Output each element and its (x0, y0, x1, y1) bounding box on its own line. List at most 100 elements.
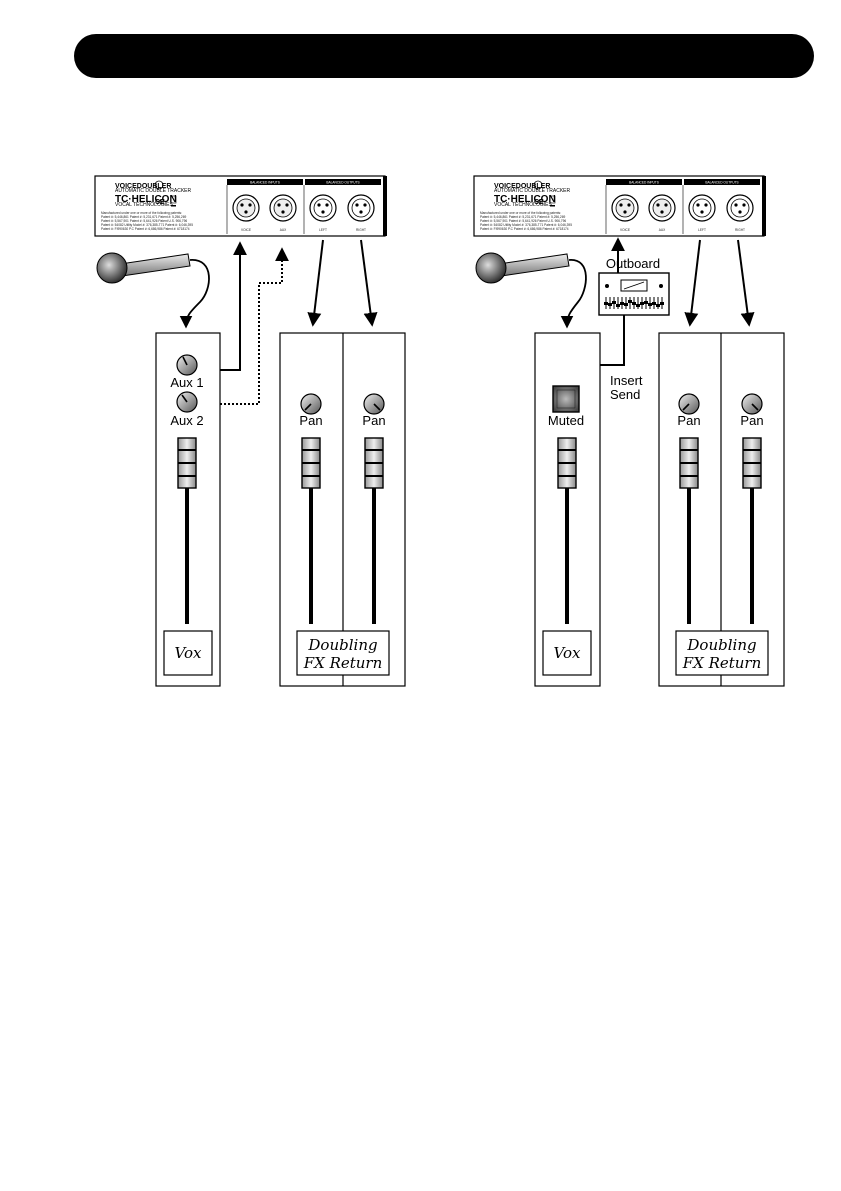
channel-fader[interactable] (177, 437, 197, 489)
model-subtitle: AUTOMATIC DOUBLE TRACKER (115, 188, 192, 194)
xlr-left-output (309, 194, 337, 222)
pan-label-right: Pan (740, 413, 763, 428)
xlr-right-output (347, 194, 375, 222)
insert-send-cable (600, 315, 625, 366)
xlr-left-output (688, 194, 716, 222)
aux2-send-cable (200, 247, 289, 405)
model-name: VOICEDOUBLER (494, 183, 550, 190)
jack-label-aux: AUX (280, 228, 287, 232)
vocal-channel-strip-left: Aux 1 Aux 2 Vox (155, 332, 221, 687)
xlr-right-output (726, 194, 754, 222)
patent-line-5: Patent #: FI990630 P.C Patent #: 6,686,9… (101, 227, 190, 231)
fader-track (372, 450, 376, 624)
patent-line-4: Patent #: 54082 Utility Model #: 376,385… (480, 223, 572, 227)
pan-label-left: Pan (299, 413, 322, 428)
scribble-strip (542, 630, 592, 676)
xlr-voice-input (232, 194, 260, 222)
ce-mark: CE (534, 199, 544, 206)
aux1-label: Aux 1 (170, 375, 203, 390)
xlr-voice-input (611, 194, 639, 222)
jack-label-right: RIGHT (735, 228, 745, 232)
outputs-header: BALANCED OUTPUTS (326, 181, 359, 185)
left-output-cable (684, 239, 701, 327)
pan-label-left: Pan (677, 413, 700, 428)
patent-line-2: Patent #: 5,446,861 Patent #: 5,231,671 … (101, 215, 186, 219)
fader-track (750, 450, 754, 624)
return-fader-left[interactable] (301, 437, 321, 489)
channel-fader[interactable] (557, 437, 577, 489)
jack-label-voice: VOICE (620, 228, 630, 232)
pan-knob-right[interactable] (363, 393, 385, 415)
outputs-header-bar (305, 179, 381, 185)
model-subtitle: AUTOMATIC DOUBLE TRACKER (494, 188, 571, 194)
jack-label-voice: VOICE (241, 228, 251, 232)
aux2-knob[interactable] (176, 391, 198, 413)
mute-button[interactable] (552, 385, 580, 413)
pan-knob-left[interactable] (300, 393, 322, 415)
outboard-processor (598, 272, 670, 316)
inputs-header: BALANCED INPUTS (250, 181, 280, 185)
csa-badge (533, 180, 543, 190)
jack-label-left: LEFT (698, 228, 706, 232)
vocal-channel-strip-right: Muted Vox (534, 332, 601, 687)
patent-line-1: Manufactured under one or more of the fo… (480, 211, 561, 215)
scribble-strip (675, 630, 769, 676)
scribble-text-line1: Doubling (686, 636, 756, 654)
brand-name: TC·HELICON (494, 194, 556, 205)
right-output-cable (360, 239, 378, 327)
mute-label: Muted (548, 413, 584, 428)
patent-line-4: Patent #: 54082 Utility Model #: 376,385… (101, 223, 193, 227)
voicedoubler-rear-panel-right: VOICEDOUBLER AUTOMATIC DOUBLE TRACKER TC… (473, 175, 766, 237)
outboard-label: Outboard (606, 256, 660, 271)
microphone-icon (96, 252, 210, 329)
scribble-strip (163, 630, 213, 676)
voicedoubler-rear-panel-left: VOICEDOUBLER AUTOMATIC DOUBLE TRACKER TC… (94, 175, 387, 237)
fader-track (687, 450, 691, 624)
scribble-text-line2: FX Return (682, 654, 762, 672)
aux2-label: Aux 2 (170, 413, 203, 428)
scribble-text: Vox (175, 644, 202, 662)
pan-knob-right[interactable] (741, 393, 763, 415)
left-output-cable (307, 239, 324, 327)
brand-name: TC·HELICON (115, 194, 177, 205)
return-fader-left[interactable] (679, 437, 699, 489)
left-setup: VOICEDOUBLER AUTOMATIC DOUBLE TRACKER TC… (94, 175, 406, 687)
fader-track (565, 450, 569, 624)
xlr-aux-input (269, 194, 297, 222)
inputs-header-bar (227, 179, 303, 185)
weee-icon (549, 195, 556, 204)
brand-tag: VOCAL TECHNOLOGIES (115, 202, 173, 208)
inputs-header-bar (606, 179, 682, 185)
patent-line-1: Manufactured under one or more of the fo… (101, 211, 182, 215)
scribble-text: Vox (554, 644, 581, 662)
jack-label-aux: AUX (659, 228, 666, 232)
aux1-knob[interactable] (176, 354, 198, 376)
patent-line-5: Patent #: FI990630 P.C Patent #: 6,686,9… (480, 227, 569, 231)
scribble-text-line1: Doubling (307, 636, 377, 654)
header-bar (74, 34, 814, 78)
inputs-header: BALANCED INPUTS (629, 181, 659, 185)
outputs-header-bar (684, 179, 760, 185)
pan-knob-left[interactable] (678, 393, 700, 415)
outputs-header: BALANCED OUTPUTS (705, 181, 738, 185)
insert-label-line2: Send (610, 387, 640, 402)
scribble-text-line2: FX Return (303, 654, 383, 672)
pan-label-right: Pan (362, 413, 385, 428)
jack-label-left: LEFT (319, 228, 327, 232)
weee-icon (170, 195, 177, 204)
insert-label-line1: Insert (610, 373, 643, 388)
ce-mark: CE (155, 199, 165, 206)
xlr-aux-input (648, 194, 676, 222)
right-output-cable (737, 239, 755, 327)
return-fader-right[interactable] (364, 437, 384, 489)
right-setup: VOICEDOUBLER AUTOMATIC DOUBLE TRACKER TC… (473, 175, 785, 687)
scribble-strip (296, 630, 390, 676)
patent-line-3: Patent #: 5,567,901 Patent #: 5,641,926 … (480, 219, 566, 223)
brand-tag: VOCAL TECHNOLOGIES (494, 202, 552, 208)
jack-label-right: RIGHT (356, 228, 366, 232)
return-fader-right[interactable] (742, 437, 762, 489)
return-channels-left: Pan Pan Doubling FX Return (279, 332, 406, 687)
patent-line-2: Patent #: 5,446,861 Patent #: 5,231,671 … (480, 215, 565, 219)
model-name: VOICEDOUBLER (115, 183, 171, 190)
